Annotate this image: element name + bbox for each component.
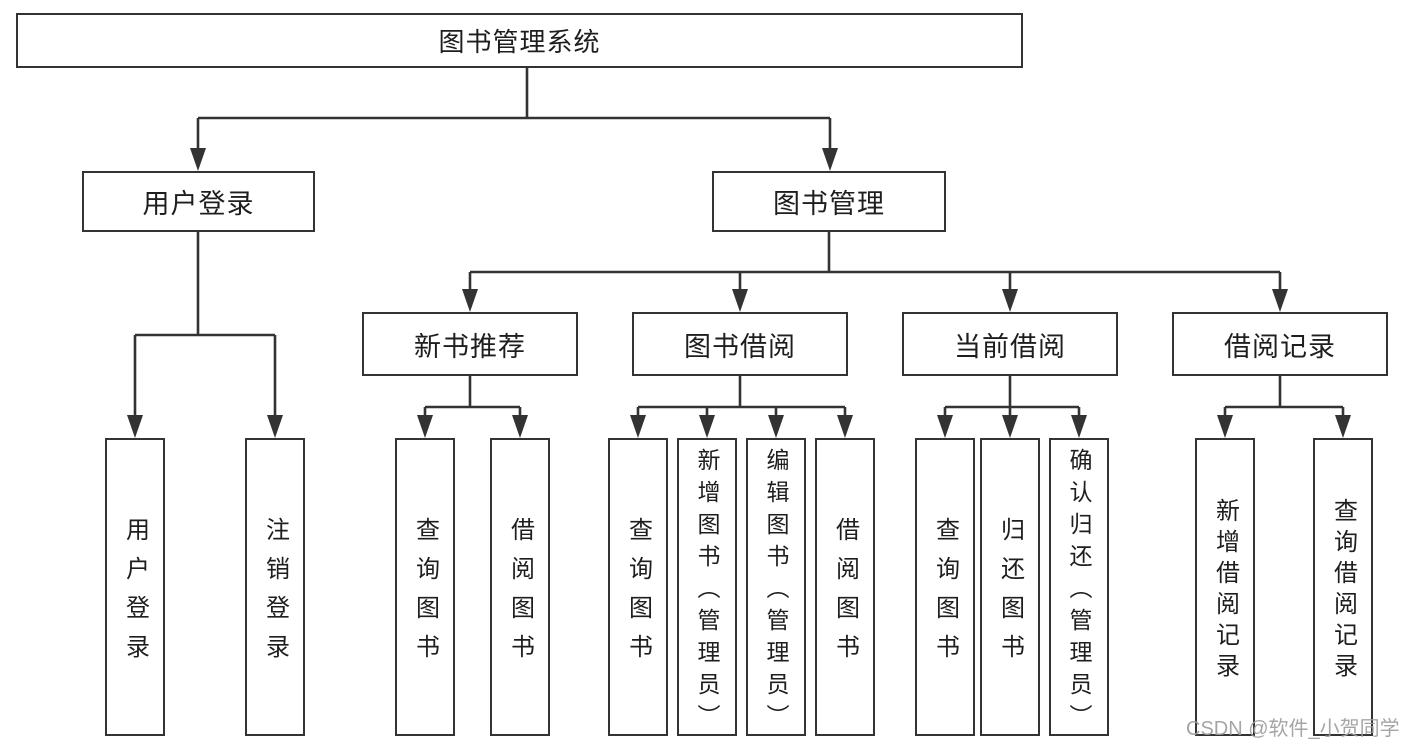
node-user-login: 用户登录 [82, 171, 315, 232]
leaf-query-books-recommend: 查询图书 [395, 438, 455, 736]
node-new-book-recommend: 新书推荐 [362, 312, 578, 376]
leaf-edit-book-admin-label: 编辑图书（管理员） [763, 447, 789, 736]
node-new-book-recommend-label: 新书推荐 [414, 331, 526, 362]
leaf-user-login-label: 用户登录 [121, 516, 149, 673]
leaf-user-login: 用户登录 [105, 438, 165, 736]
leaf-return-book: 归还图书 [980, 438, 1040, 736]
leaf-query-books-borrow-label: 查询图书 [624, 516, 652, 673]
leaf-add-book-admin: 新增图书（管理员） [677, 438, 737, 736]
node-current-borrow-label: 当前借阅 [954, 331, 1066, 362]
leaf-query-borrow-record: 查询借阅记录 [1313, 438, 1373, 736]
node-root: 图书管理系统 [16, 13, 1023, 68]
leaf-borrow-books-borrow: 借阅图书 [815, 438, 875, 736]
leaf-return-book-label: 归还图书 [996, 516, 1024, 673]
connector-current-borrow-to-leaves [937, 376, 1087, 438]
leaf-edit-book-admin: 编辑图书（管理员） [746, 438, 806, 736]
connector-book-management-to-level3 [462, 232, 1288, 312]
leaf-query-books-borrow: 查询图书 [608, 438, 668, 736]
leaf-query-books-current: 查询图书 [915, 438, 975, 736]
connector-borrow-records-to-leaves [1217, 376, 1351, 438]
connector-user-login-to-children [127, 232, 283, 438]
node-borrow-records-label: 借阅记录 [1224, 331, 1336, 362]
leaf-add-borrow-record: 新增借阅记录 [1195, 438, 1255, 736]
watermark-text: CSDN @软件_小贺同学 [1186, 718, 1400, 740]
node-borrow-records: 借阅记录 [1172, 312, 1388, 376]
node-book-management-label: 图书管理 [773, 189, 885, 219]
leaf-query-books-current-label: 查询图书 [931, 516, 959, 673]
leaf-logout-label: 注销登录 [261, 516, 289, 673]
connector-book-borrow-to-leaves [630, 376, 853, 438]
leaf-confirm-return-admin-label: 确认归还（管理员） [1066, 447, 1092, 736]
connector-new-book-recommend-to-leaves [417, 376, 528, 438]
leaf-query-borrow-record-label: 查询借阅记录 [1329, 497, 1357, 684]
node-current-borrow: 当前借阅 [902, 312, 1118, 376]
leaf-borrow-books-recommend-label: 借阅图书 [506, 516, 534, 673]
leaf-add-book-admin-label: 新增图书（管理员） [694, 447, 720, 736]
node-book-borrow-label: 图书借阅 [684, 331, 796, 362]
node-book-borrow: 图书借阅 [632, 312, 848, 376]
connector-root-to-level2 [190, 68, 838, 171]
leaf-add-borrow-record-label: 新增借阅记录 [1211, 497, 1239, 684]
node-user-login-label: 用户登录 [142, 189, 255, 219]
leaf-query-books-recommend-label: 查询图书 [411, 516, 439, 673]
node-book-management: 图书管理 [712, 171, 946, 232]
leaf-borrow-books-recommend: 借阅图书 [490, 438, 550, 736]
leaf-logout: 注销登录 [245, 438, 305, 736]
node-root-label: 图书管理系统 [438, 27, 601, 57]
leaf-confirm-return-admin: 确认归还（管理员） [1049, 438, 1109, 736]
leaf-borrow-books-borrow-label: 借阅图书 [831, 516, 859, 673]
